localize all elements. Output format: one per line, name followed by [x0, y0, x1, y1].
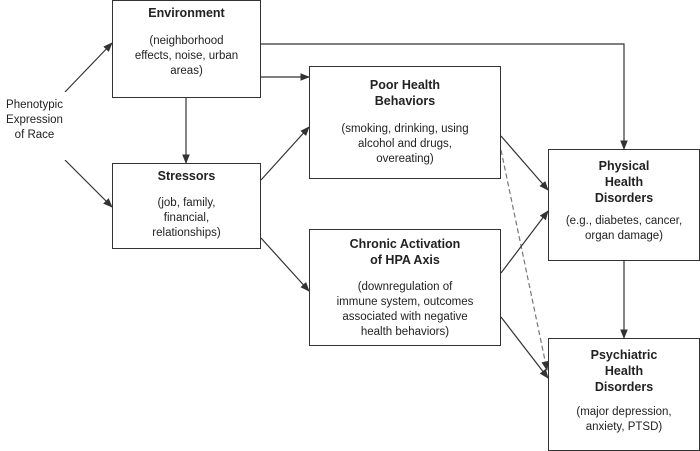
node-psychiatric-desc: (major depression, anxiety, PTSD) — [576, 406, 672, 433]
arrow-poor-health-to-physical — [500, 135, 549, 191]
node-physical-title: Physical Health Disorders — [594, 159, 654, 205]
node-race-label: Phenotypic Expression of Race — [6, 99, 63, 141]
node-psychiatric-title: Psychiatric Health Disorders — [590, 348, 658, 394]
node-chronic-activation-hpa-axis: Chronic Activation of HPA Axis (downregu… — [309, 229, 501, 346]
node-stressors-title: Stressors — [157, 169, 216, 183]
node-psychiatric-health-disorders: Psychiatric Health Disorders (major depr… — [548, 338, 700, 451]
arrow-hpa-to-psychiatric — [500, 316, 549, 379]
node-stressors-desc: (job, family, financial, relationships) — [152, 197, 221, 239]
node-poor-health-desc: (smoking, drinking, using alcohol and dr… — [341, 123, 469, 165]
arrow-hpa-to-physical — [500, 210, 549, 274]
node-physical-health-disorders: Physical Health Disorders (e.g., diabete… — [548, 149, 700, 261]
node-hpa-title: Chronic Activation of HPA Axis — [349, 237, 461, 267]
arrow-race-to-environment — [64, 42, 113, 93]
node-physical-desc: (e.g., diabetes, cancer, organ damage) — [565, 215, 683, 242]
arrow-stressors-to-hpa — [260, 237, 310, 292]
node-poor-health-title: Poor Health Behaviors — [369, 78, 441, 108]
node-phenotypic-expression-of-race: Phenotypic Expression of Race — [2, 92, 67, 160]
arrow-stressors-to-poor-health — [260, 126, 310, 181]
node-stressors: Stressors (job, family, financial, relat… — [112, 163, 261, 249]
node-environment-title: Environment — [148, 6, 225, 20]
arrow-environment-to-physical — [261, 43, 628, 150]
node-poor-health-behaviors: Poor Health Behaviors (smoking, drinking… — [309, 66, 501, 179]
arrow-race-to-stressors — [64, 159, 113, 208]
arrow-poor-health-to-psychiatric — [500, 149, 549, 371]
node-environment: Environment (neighborhood effects, noise… — [112, 0, 261, 98]
node-hpa-desc: (downregulation of immune system, outcom… — [336, 281, 474, 338]
node-environment-desc: (neighborhood effects, noise, urban area… — [134, 35, 239, 77]
